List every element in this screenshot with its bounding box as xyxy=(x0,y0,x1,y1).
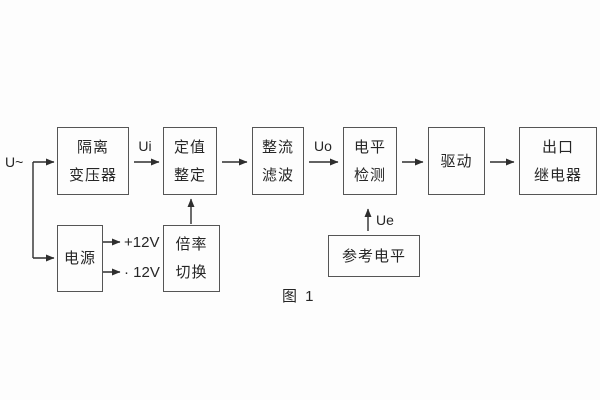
block-label: 变压器 xyxy=(68,166,117,184)
block-ratio-switch: 倍率 切换 xyxy=(163,225,220,292)
block-label: 检测 xyxy=(353,166,386,184)
block-label: 隔离 xyxy=(76,138,109,156)
input-branch-connector xyxy=(32,158,55,262)
signal-label-ue: Ue xyxy=(376,212,394,228)
signal-label-uo: Uo xyxy=(314,138,332,154)
block-output-relay: 出口 继电器 xyxy=(519,127,597,195)
block-label: 整流 xyxy=(261,138,294,156)
input-signal-label: U~ xyxy=(5,154,24,170)
block-label: 电源 xyxy=(63,250,96,267)
block-label: 出口 xyxy=(541,138,574,156)
block-reference-level: 参考电平 xyxy=(328,235,420,277)
block-setting-adjust: 定值 整定 xyxy=(163,127,217,195)
power-output-plus12v-label: +12V xyxy=(124,234,160,251)
block-label: 切换 xyxy=(175,264,208,281)
block-driver: 驱动 xyxy=(428,127,485,195)
block-label: 电平 xyxy=(353,138,386,156)
block-label: 倍率 xyxy=(175,236,208,253)
block-rectifier-filter: 整流 滤波 xyxy=(252,127,304,195)
block-label: 驱动 xyxy=(440,152,473,170)
block-isolation-transformer: 隔离 变压器 xyxy=(57,127,129,195)
block-label: 滤波 xyxy=(261,166,294,184)
block-label: 定值 xyxy=(173,138,206,156)
block-label: 整定 xyxy=(173,166,206,184)
block-label: 继电器 xyxy=(533,166,582,184)
block-label: 参考电平 xyxy=(341,247,406,265)
figure-caption: 图 1 xyxy=(282,288,316,305)
block-level-detector: 电平 检测 xyxy=(343,127,397,195)
block-power-supply: 电源 xyxy=(57,225,103,292)
power-output-minus12v-label: · 12V xyxy=(124,264,160,281)
signal-label-ui: Ui xyxy=(138,138,152,154)
